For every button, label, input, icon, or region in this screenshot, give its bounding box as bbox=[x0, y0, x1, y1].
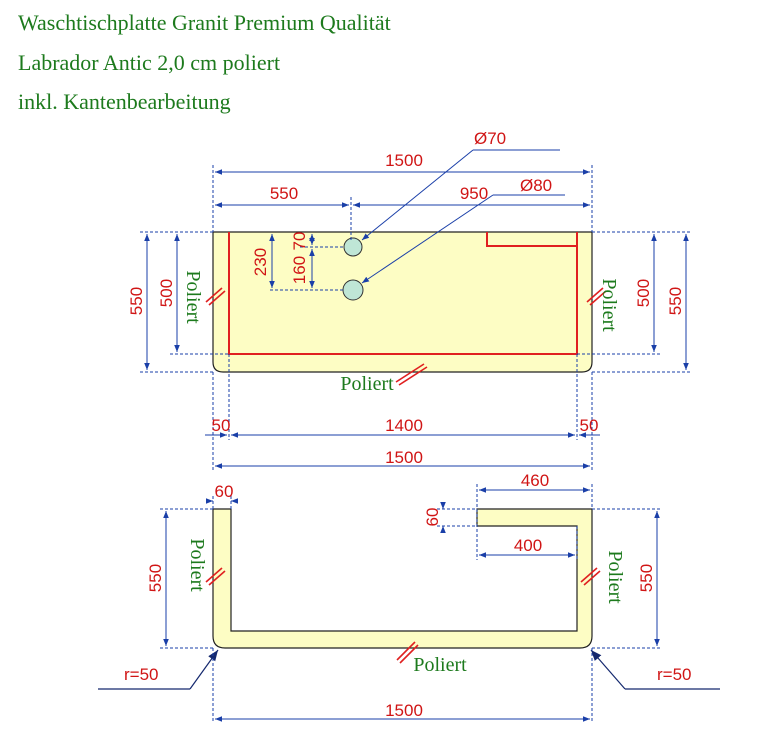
top-depth-outer-right-label: 550 bbox=[666, 287, 685, 315]
top-cutout-line bbox=[486, 232, 577, 247]
top-inset-right-label: 50 bbox=[580, 416, 599, 435]
top-right-offset-label: 950 bbox=[460, 184, 488, 203]
bottom-right-top-width-label: 460 bbox=[521, 471, 549, 490]
top-inset-left-label: 50 bbox=[212, 416, 231, 435]
top-inner-width-label: 1400 bbox=[385, 416, 423, 435]
hole-spacing-label: 230 bbox=[251, 248, 270, 276]
top-edge-front-label: Poliert bbox=[340, 373, 394, 395]
bottom-view: 60 460 400 60 550 550 Poliert Poliert Po… bbox=[98, 471, 720, 722]
top-view: 1500 550 950 Ø70 Ø80 230 70 160 550 500 … bbox=[127, 129, 690, 470]
bottom-radius-right-label: r=50 bbox=[657, 665, 692, 684]
title-line-1: Waschtischplatte Granit Premium Qualität bbox=[18, 10, 391, 35]
hole2-diameter-label: Ø80 bbox=[520, 176, 552, 195]
hole1-diameter-label: Ø70 bbox=[474, 129, 506, 148]
bottom-depth-left-label: 550 bbox=[146, 564, 165, 592]
hole-80 bbox=[342, 279, 364, 301]
bottom-depth-right-label: 550 bbox=[637, 564, 656, 592]
bottom-radius-left-label: r=50 bbox=[124, 665, 159, 684]
top-edge-left-label: Poliert bbox=[182, 270, 204, 324]
top-polished-line bbox=[228, 232, 578, 355]
bottom-overall-width-label: 1500 bbox=[385, 701, 423, 720]
bottom-right-inner-width-label: 400 bbox=[514, 536, 542, 555]
top-overall-width-label: 1500 bbox=[385, 151, 423, 170]
bottom-edge-left-label: Poliert bbox=[186, 538, 208, 592]
bottom-edge-front-label: Poliert bbox=[413, 654, 467, 676]
hole-70 bbox=[343, 237, 363, 257]
top-plate-outline bbox=[212, 231, 593, 373]
title-line-3: inkl. Kantenbearbeitung bbox=[18, 89, 231, 114]
top-depth-inner-right-label: 500 bbox=[634, 279, 653, 307]
top-left-offset-label: 550 bbox=[270, 184, 298, 203]
title-line-2: Labrador Antic 2,0 cm poliert bbox=[18, 50, 281, 75]
bottom-left-strip-label: 60 bbox=[215, 482, 234, 501]
top-depth-outer-left-label: 550 bbox=[127, 287, 146, 315]
top-bottom-width-label: 1500 bbox=[385, 448, 423, 467]
top-edge-right-label: Poliert bbox=[598, 278, 620, 332]
top-depth-inner-left-label: 500 bbox=[157, 279, 176, 307]
hole2-offset-label: 160 bbox=[290, 256, 309, 284]
bottom-right-strip-height-label: 60 bbox=[423, 508, 442, 527]
bottom-edge-right-label: Poliert bbox=[604, 550, 626, 604]
hole1-offset-label: 70 bbox=[290, 232, 309, 251]
bottom-frame-outline bbox=[212, 508, 593, 649]
